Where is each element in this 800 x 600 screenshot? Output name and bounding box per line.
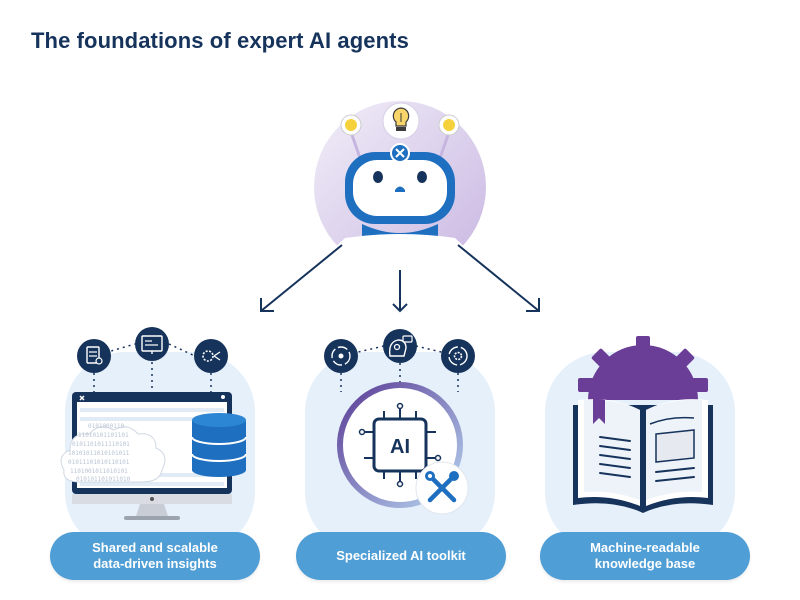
- ai-brain-chat-icon: [383, 329, 417, 363]
- document-search-icon: [77, 339, 111, 373]
- svg-text:01011101010110101: 01011101010110101: [68, 459, 130, 466]
- robot-mouth: [395, 186, 405, 192]
- page-title: The foundations of expert AI agents: [31, 28, 409, 53]
- robot-eye-left: [373, 171, 383, 183]
- dashboard-icon: [135, 327, 169, 361]
- pillar-label-line1: Shared and scalable: [92, 540, 218, 555]
- ai-chip-icon: AI: [358, 402, 442, 488]
- svg-text:10101011010101011: 10101011010101011: [68, 450, 130, 457]
- database-icon: [191, 413, 247, 477]
- svg-text:0101000110: 0101000110: [88, 423, 125, 430]
- pillar-ai-toolkit: AI: [305, 329, 495, 552]
- pillar-label-knowledge-base: Machine-readable knowledge base: [540, 532, 750, 580]
- lightbulb-icon: [382, 102, 420, 140]
- process-cycle-icon: [324, 339, 358, 373]
- robot-head: [345, 143, 455, 224]
- arrow-right: [457, 244, 540, 312]
- ai-chip-label: AI: [390, 436, 410, 458]
- pillar-label-line1: Machine-readable: [590, 540, 700, 555]
- arrow-left: [260, 244, 343, 312]
- pillar-data-insights: 0101000110 11010101101101 01011010111101…: [60, 327, 255, 552]
- svg-text:010101101011010: 010101101011010: [76, 476, 131, 483]
- svg-text:1101001011010101: 1101001011010101: [70, 468, 128, 475]
- arrow-center: [392, 270, 408, 313]
- robot-antenna-right: [438, 114, 460, 159]
- gear-refresh-icon: [441, 339, 475, 373]
- robot-eye-right: [417, 171, 427, 183]
- pillar-label-line2: data-driven insights: [93, 556, 217, 571]
- bookmark-ribbon: [593, 398, 605, 424]
- wrench-screwdriver-icon: [415, 461, 469, 515]
- pillar-knowledge-base: [545, 336, 735, 552]
- svg-text:0101101011110101: 0101101011110101: [72, 441, 130, 448]
- pillar-label-line2: knowledge base: [594, 556, 696, 571]
- binary-cloud-icon: 0101000110 11010101101101 01011010111101…: [60, 423, 166, 483]
- robot-hub: [314, 101, 486, 316]
- gear-network-icon: [194, 339, 228, 373]
- pillar-label-data-insights: Shared and scalable data-driven insights: [50, 532, 260, 580]
- gear-icon: [578, 336, 708, 400]
- pillar-label-line1: Specialized AI toolkit: [336, 548, 466, 563]
- pillar-label-ai-toolkit: Specialized AI toolkit: [296, 532, 506, 580]
- open-book-icon: [573, 398, 713, 513]
- svg-text:11010101101101: 11010101101101: [78, 432, 129, 439]
- robot-antenna-left: [340, 114, 362, 159]
